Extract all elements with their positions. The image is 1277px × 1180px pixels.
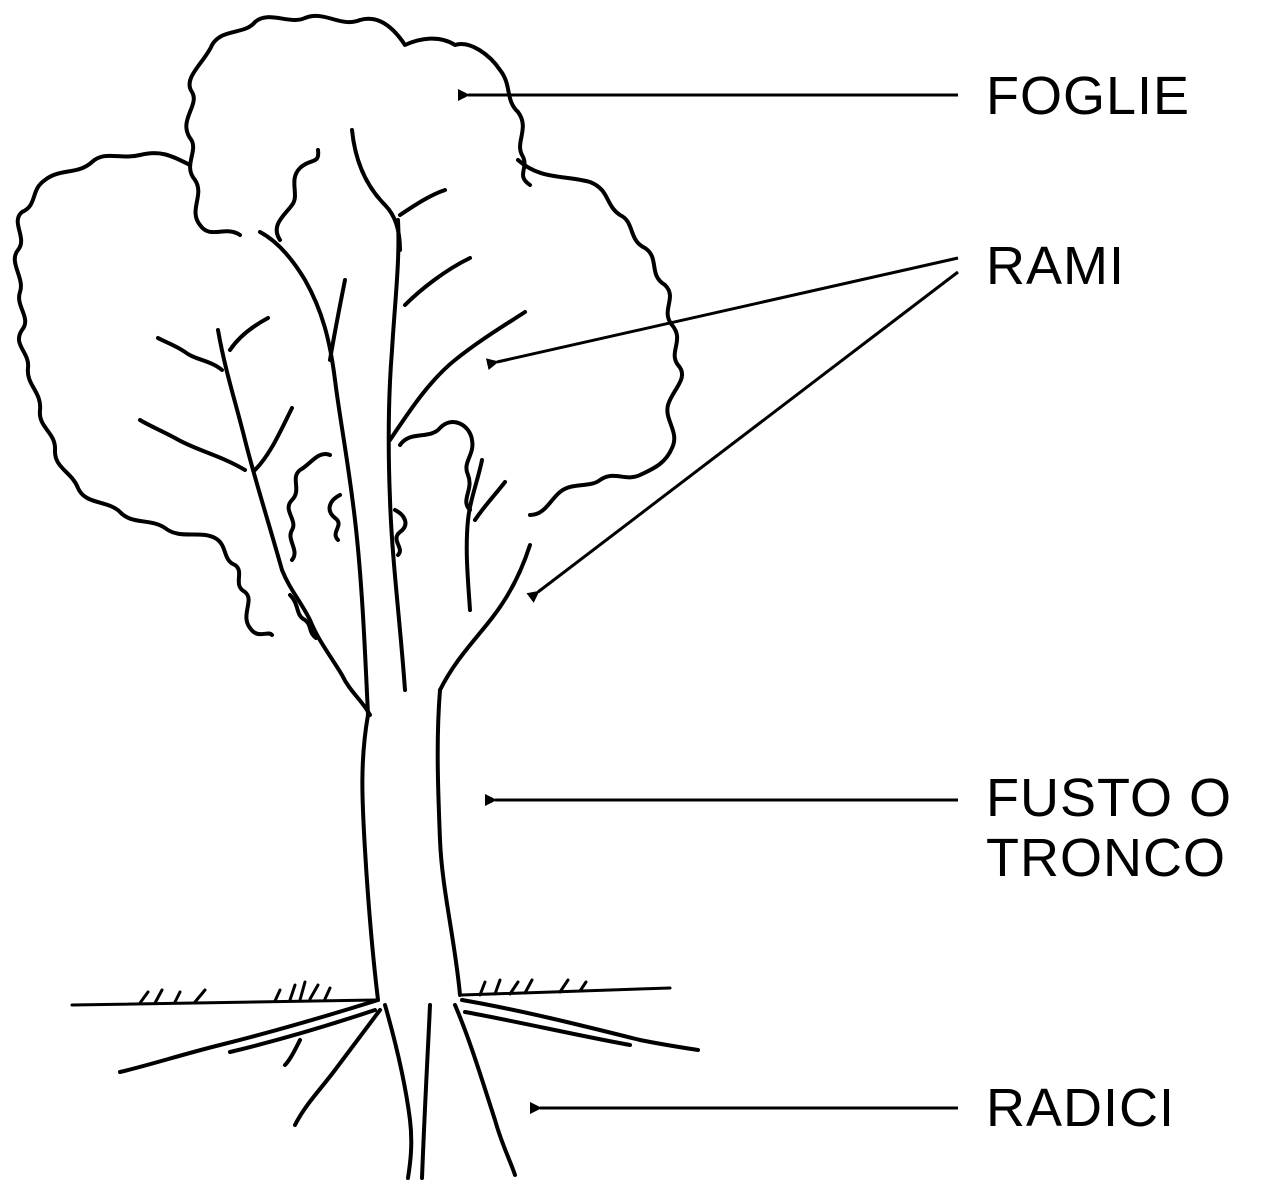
label-rami: RAMI xyxy=(986,236,1125,296)
branch-right-lower-twig xyxy=(475,482,505,520)
branch-left-inner xyxy=(330,280,345,360)
tree-trunk-branches xyxy=(140,130,530,1000)
root-center-right xyxy=(455,1005,515,1175)
label-fusto-tronco: FUSTO O TRONCO xyxy=(986,768,1232,888)
ground-line xyxy=(72,1000,375,1005)
crown-inner-middle-cluster xyxy=(289,454,330,560)
label-foglie: FOGLIE xyxy=(986,66,1190,126)
branch-center-right xyxy=(400,190,445,215)
arrow-rami-lower xyxy=(538,272,958,592)
tree-crown xyxy=(15,16,682,638)
crown-upper-outline xyxy=(186,16,530,235)
branch-left-fork-a xyxy=(158,338,222,370)
crown-inner-squiggle-1 xyxy=(330,495,340,540)
trunk-lower-right xyxy=(438,690,460,995)
label-fusto-line1: FUSTO O xyxy=(986,768,1232,828)
root-center-left xyxy=(385,1005,411,1178)
root-left-mid xyxy=(295,1010,380,1125)
arrow-rami-upper xyxy=(497,258,958,362)
label-fusto-line2: TRONCO xyxy=(986,828,1232,888)
root-left-twig xyxy=(285,1040,300,1065)
root-center xyxy=(422,1005,430,1178)
trunk-left-edge xyxy=(282,570,370,715)
crown-inner-squiggle-2 xyxy=(395,510,405,555)
label-radici: RADICI xyxy=(986,1078,1175,1138)
callouts xyxy=(468,95,958,1108)
crown-inner-squiggle-3 xyxy=(290,595,316,638)
branch-left-twig-2 xyxy=(255,408,292,470)
crown-inner-right-cluster xyxy=(400,422,472,510)
branch-right-upper xyxy=(405,258,470,305)
trunk-right-main xyxy=(389,220,405,690)
grass-tufts-left xyxy=(140,982,330,1003)
roots xyxy=(120,1000,698,1178)
trunk-left-main xyxy=(260,232,368,715)
branch-left-fork-b xyxy=(230,318,268,350)
branch-left-twig xyxy=(140,420,245,470)
root-right-long xyxy=(462,1000,698,1050)
crown-inner-left-cluster xyxy=(277,150,319,240)
branch-center xyxy=(352,130,400,250)
trunk-lower-left xyxy=(362,715,378,1000)
ground-line-right xyxy=(462,988,670,995)
branch-right-lower xyxy=(440,545,530,690)
